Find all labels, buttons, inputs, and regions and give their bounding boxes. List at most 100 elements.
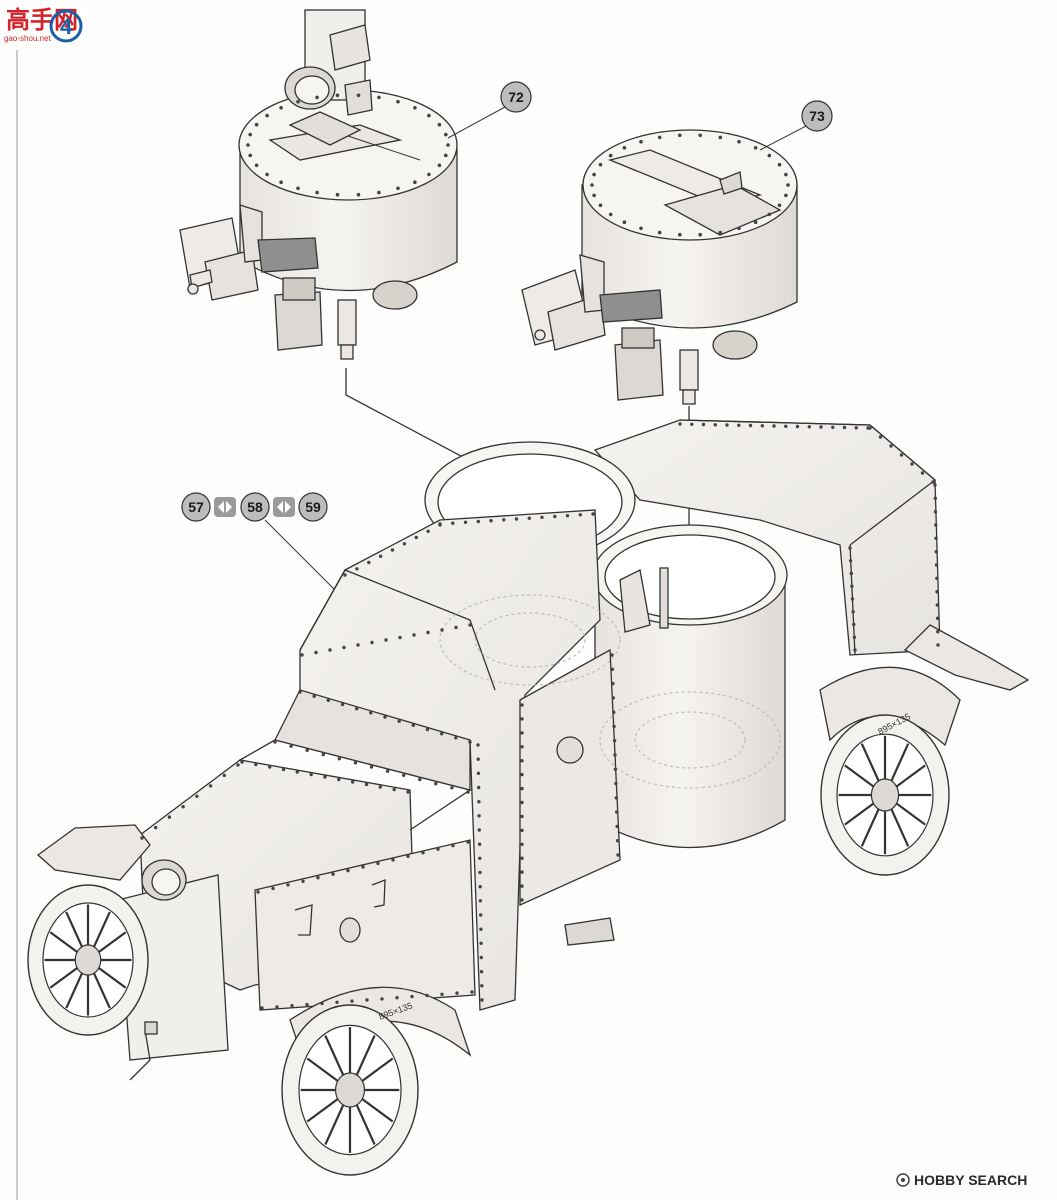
rivet — [395, 996, 399, 1000]
rivet — [520, 870, 524, 874]
callout-59-label: 59 — [305, 499, 321, 515]
rivet — [477, 785, 481, 790]
rivet — [369, 765, 374, 769]
rivet — [376, 861, 380, 866]
rivet — [853, 648, 857, 652]
rivet — [385, 769, 390, 773]
rivet — [935, 616, 940, 620]
rivet — [440, 732, 444, 736]
rivet — [335, 93, 340, 98]
rivet — [290, 1004, 294, 1008]
rivet — [335, 192, 340, 197]
rivet — [479, 955, 483, 960]
rivet — [878, 435, 883, 439]
rivet — [256, 890, 260, 894]
rivet — [831, 425, 835, 429]
rivet — [479, 913, 483, 917]
rivet — [598, 162, 603, 167]
rivet — [698, 133, 702, 138]
rivet — [361, 865, 365, 869]
rivet — [678, 422, 682, 426]
rivet — [154, 825, 158, 830]
rivet — [412, 633, 416, 637]
armored-car-hull — [36, 419, 1030, 1081]
rivet — [520, 884, 524, 888]
rivet — [335, 1000, 339, 1004]
rivet — [365, 998, 369, 1002]
rivet — [440, 992, 444, 996]
callout-73-label: 73 — [809, 108, 825, 124]
rivet — [411, 723, 415, 727]
rivet — [889, 444, 893, 448]
rivet — [222, 773, 226, 778]
rivet — [613, 753, 617, 757]
rivet — [520, 731, 524, 735]
rivet — [784, 172, 788, 177]
rivet — [444, 153, 448, 158]
rivet — [520, 786, 524, 791]
watermark: HOBBY SEARCH — [896, 1172, 1027, 1188]
rivet — [613, 767, 618, 771]
rivet — [611, 696, 615, 700]
rivet — [378, 785, 382, 789]
rivet — [398, 635, 402, 640]
rivet — [426, 529, 430, 533]
rivet — [370, 640, 374, 645]
rivet — [713, 423, 717, 427]
rivet — [910, 462, 914, 466]
rivet — [378, 554, 383, 558]
rivet — [254, 762, 258, 767]
rivet — [167, 815, 172, 819]
rivet — [934, 563, 939, 567]
rivet — [578, 513, 582, 517]
rivet — [396, 186, 400, 191]
rivet — [520, 745, 524, 749]
rivet — [753, 220, 758, 224]
rivet — [520, 772, 524, 777]
rivet — [936, 630, 940, 634]
rivet — [140, 836, 144, 840]
rivet — [434, 782, 438, 786]
rivet — [615, 810, 619, 814]
swap-arrow-icon — [273, 497, 295, 517]
rivet — [356, 192, 361, 197]
rivet — [850, 597, 855, 601]
rivet — [296, 186, 300, 191]
rivet — [737, 423, 741, 427]
rivet — [718, 230, 723, 235]
rivet — [931, 480, 935, 484]
rivet — [446, 143, 450, 147]
rivet — [437, 122, 442, 127]
rivet — [478, 899, 483, 903]
turret-ring-guides — [439, 594, 781, 789]
rivet — [343, 573, 347, 577]
rivet — [854, 426, 858, 430]
rivet — [392, 787, 396, 792]
rivet — [312, 694, 316, 698]
rivet — [410, 994, 414, 999]
logo-digit: 4 — [60, 14, 73, 39]
rivet — [418, 777, 422, 782]
rivet — [236, 763, 240, 767]
rivet — [520, 842, 524, 846]
rivet — [478, 856, 482, 860]
rivet — [476, 771, 481, 775]
watermark-text: HOBBY SEARCH — [914, 1172, 1027, 1188]
rivet — [305, 748, 309, 752]
rivet — [852, 635, 857, 639]
rivet — [610, 667, 615, 671]
rivet — [748, 423, 753, 428]
rivet — [454, 736, 458, 740]
rivet — [240, 760, 244, 764]
rivet — [326, 698, 330, 702]
rivet — [614, 781, 618, 786]
rivet — [777, 162, 782, 167]
rivet — [851, 610, 855, 614]
rivet — [369, 711, 373, 715]
rivet — [364, 782, 369, 787]
rivet — [254, 122, 259, 127]
wheel-hub — [74, 944, 102, 976]
rivet — [476, 757, 480, 761]
rivet — [470, 990, 474, 994]
rivet — [934, 536, 938, 540]
